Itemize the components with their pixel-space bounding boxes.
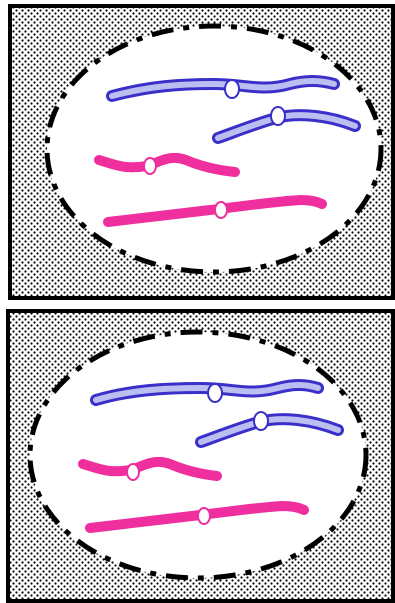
centromere (127, 464, 139, 480)
panel-top-nucleus (47, 26, 381, 272)
centromere (144, 158, 156, 174)
panel-bottom-nucleus (30, 332, 366, 578)
panel-bottom (8, 311, 393, 601)
centromere (198, 508, 210, 524)
centromere (271, 107, 285, 125)
centromere (208, 384, 222, 402)
centromere (254, 412, 268, 430)
centromere (225, 80, 239, 98)
panel-top (10, 6, 393, 298)
centromere (215, 202, 227, 218)
